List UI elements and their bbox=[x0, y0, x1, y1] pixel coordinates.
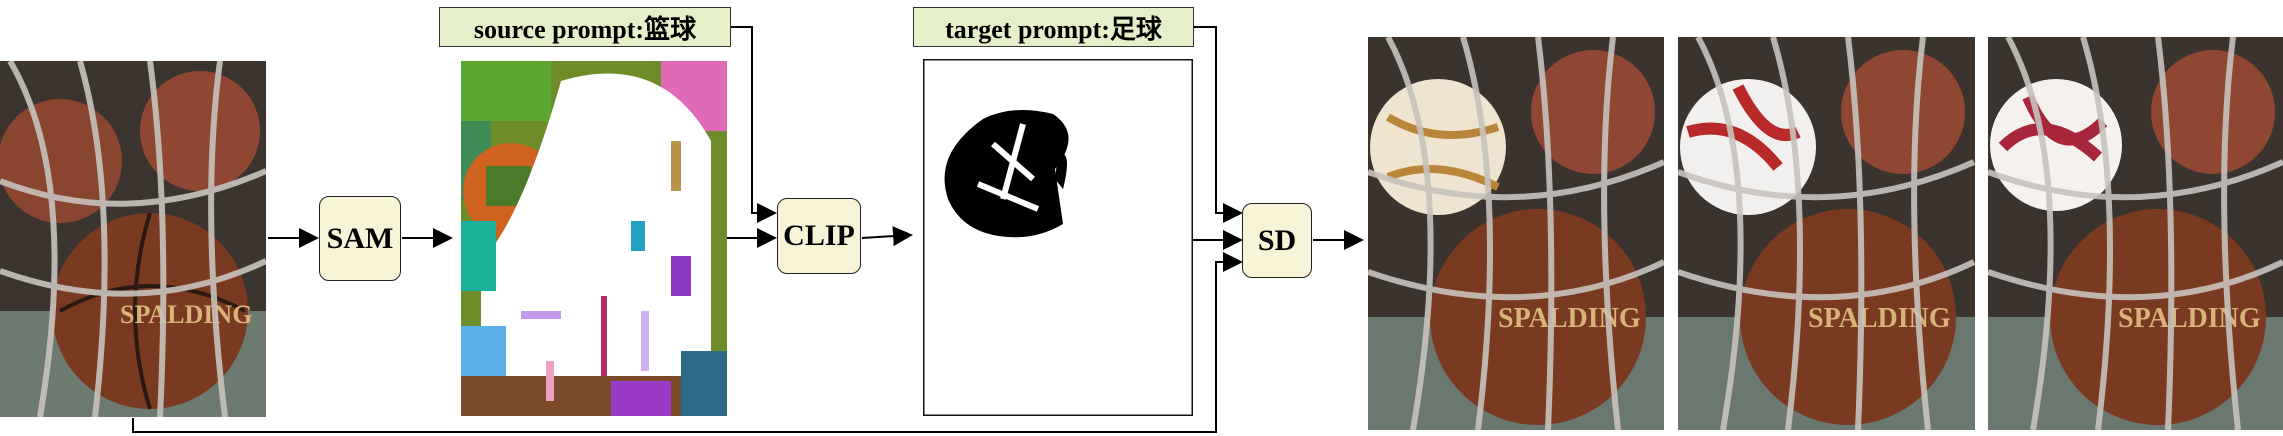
arrow-target-prompt-to-sd bbox=[1194, 26, 1243, 223]
segmentation-map bbox=[461, 61, 727, 416]
output-photo-1: SPALDING bbox=[1368, 37, 1664, 430]
target-prompt-label: target prompt:足球 bbox=[913, 7, 1194, 47]
svg-text:SPALDING: SPALDING bbox=[1808, 303, 1951, 334]
source-prompt-label: source prompt:篮球 bbox=[439, 7, 731, 47]
output-photo-3: SPALDING bbox=[1988, 37, 2283, 430]
svg-text:SPALDING: SPALDING bbox=[1498, 303, 1641, 334]
svg-text:SPALDING: SPALDING bbox=[2118, 303, 2261, 334]
svg-text:SPALDING: SPALDING bbox=[120, 300, 252, 329]
input-basketball-photo: SPALDING bbox=[0, 61, 266, 417]
clip-node: CLIP bbox=[777, 198, 861, 274]
sam-node: SAM bbox=[319, 196, 401, 281]
arrow-source-prompt-to-clip bbox=[731, 26, 777, 223]
ball-mask bbox=[923, 59, 1193, 416]
sd-node: SD bbox=[1242, 203, 1312, 278]
output-photo-2: SPALDING bbox=[1678, 37, 1975, 430]
arrow-input-to-sd bbox=[132, 252, 1243, 433]
arrow-clip-to-mask bbox=[861, 226, 913, 247]
